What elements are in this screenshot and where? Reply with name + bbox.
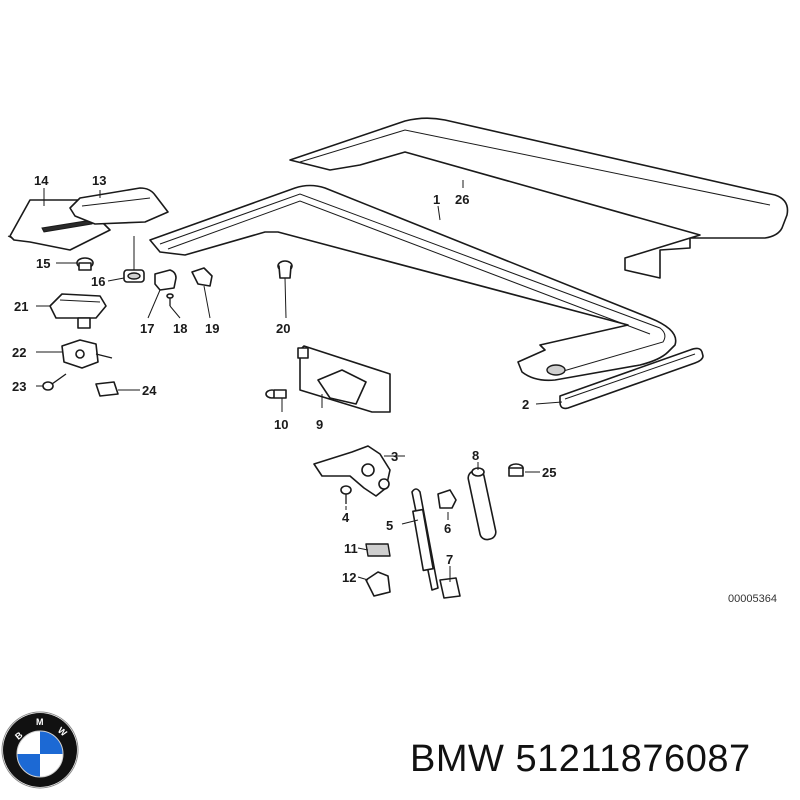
callout-1: 1: [433, 192, 440, 207]
callout-26: 26: [455, 192, 469, 207]
callout-3: 3: [391, 449, 398, 464]
bracket-part-17: [154, 269, 177, 291]
callout-15: 15: [36, 256, 50, 271]
callout-11: 11: [344, 541, 358, 556]
screw-part-23: [42, 373, 67, 391]
bracket-part-22: [61, 339, 113, 369]
bolt-part-4: [340, 485, 352, 504]
cap-part-25: [508, 463, 524, 477]
hinge-part-3: [313, 445, 391, 497]
callout-10: 10: [274, 417, 288, 432]
brand-name: BMW: [410, 738, 505, 780]
callout-9: 9: [316, 417, 323, 432]
callout-8: 8: [472, 448, 479, 463]
callout-24: 24: [142, 383, 157, 398]
callout-21: 21: [14, 299, 28, 314]
callout-5: 5: [386, 518, 393, 533]
callout-18: 18: [173, 321, 187, 336]
pad-part-11: [365, 543, 391, 557]
leader-lines: [36, 180, 563, 582]
clip-part-16: [123, 269, 145, 283]
svg-text:M: M: [36, 717, 44, 727]
callout-7: 7: [446, 552, 453, 567]
bolt-part-10: [265, 389, 287, 399]
ball-socket-part-6: [437, 489, 457, 509]
part-number: 51211876087: [515, 738, 751, 780]
callout-17: 17: [140, 321, 154, 336]
part-caption: BMW 51211876087: [410, 738, 751, 781]
gas-strut-part-5: [411, 488, 439, 591]
callout-19: 19: [205, 321, 219, 336]
callout-16: 16: [91, 274, 105, 289]
callout-6: 6: [444, 521, 451, 536]
diagram-reference-code: 00005364: [728, 593, 777, 605]
callout-14: 14: [34, 173, 49, 188]
plug-part-20: [277, 260, 293, 279]
screw-part-18: [166, 293, 174, 306]
callout-labels: 1 2 3 4 5 6 7 8 9 10 11 12 13 14 15 16 1…: [12, 173, 556, 585]
roof-panel-part-26: [289, 117, 789, 279]
nut-part-15: [76, 257, 94, 271]
clip-part-19: [191, 267, 213, 287]
seal-strip-part-2: [559, 347, 704, 410]
callout-20: 20: [276, 321, 290, 336]
callout-13: 13: [92, 173, 106, 188]
damper-part-8: [467, 467, 497, 541]
clip-part-7: [439, 577, 461, 599]
callout-25: 25: [542, 465, 556, 480]
callout-4: 4: [342, 510, 350, 525]
callout-23: 23: [12, 379, 26, 394]
callout-2: 2: [522, 397, 529, 412]
clip-part-24: [95, 381, 119, 397]
bmw-logo: B M W: [1, 711, 79, 789]
bracket-part-12: [365, 571, 391, 597]
svg-text:B: B: [13, 729, 25, 741]
cap-part-13: [69, 187, 169, 225]
callout-12: 12: [342, 570, 356, 585]
callout-22: 22: [12, 345, 26, 360]
mounting-plate-part-9: [297, 345, 391, 413]
handle-part-21: [49, 293, 107, 329]
roof-frame-part-1: [149, 184, 677, 382]
